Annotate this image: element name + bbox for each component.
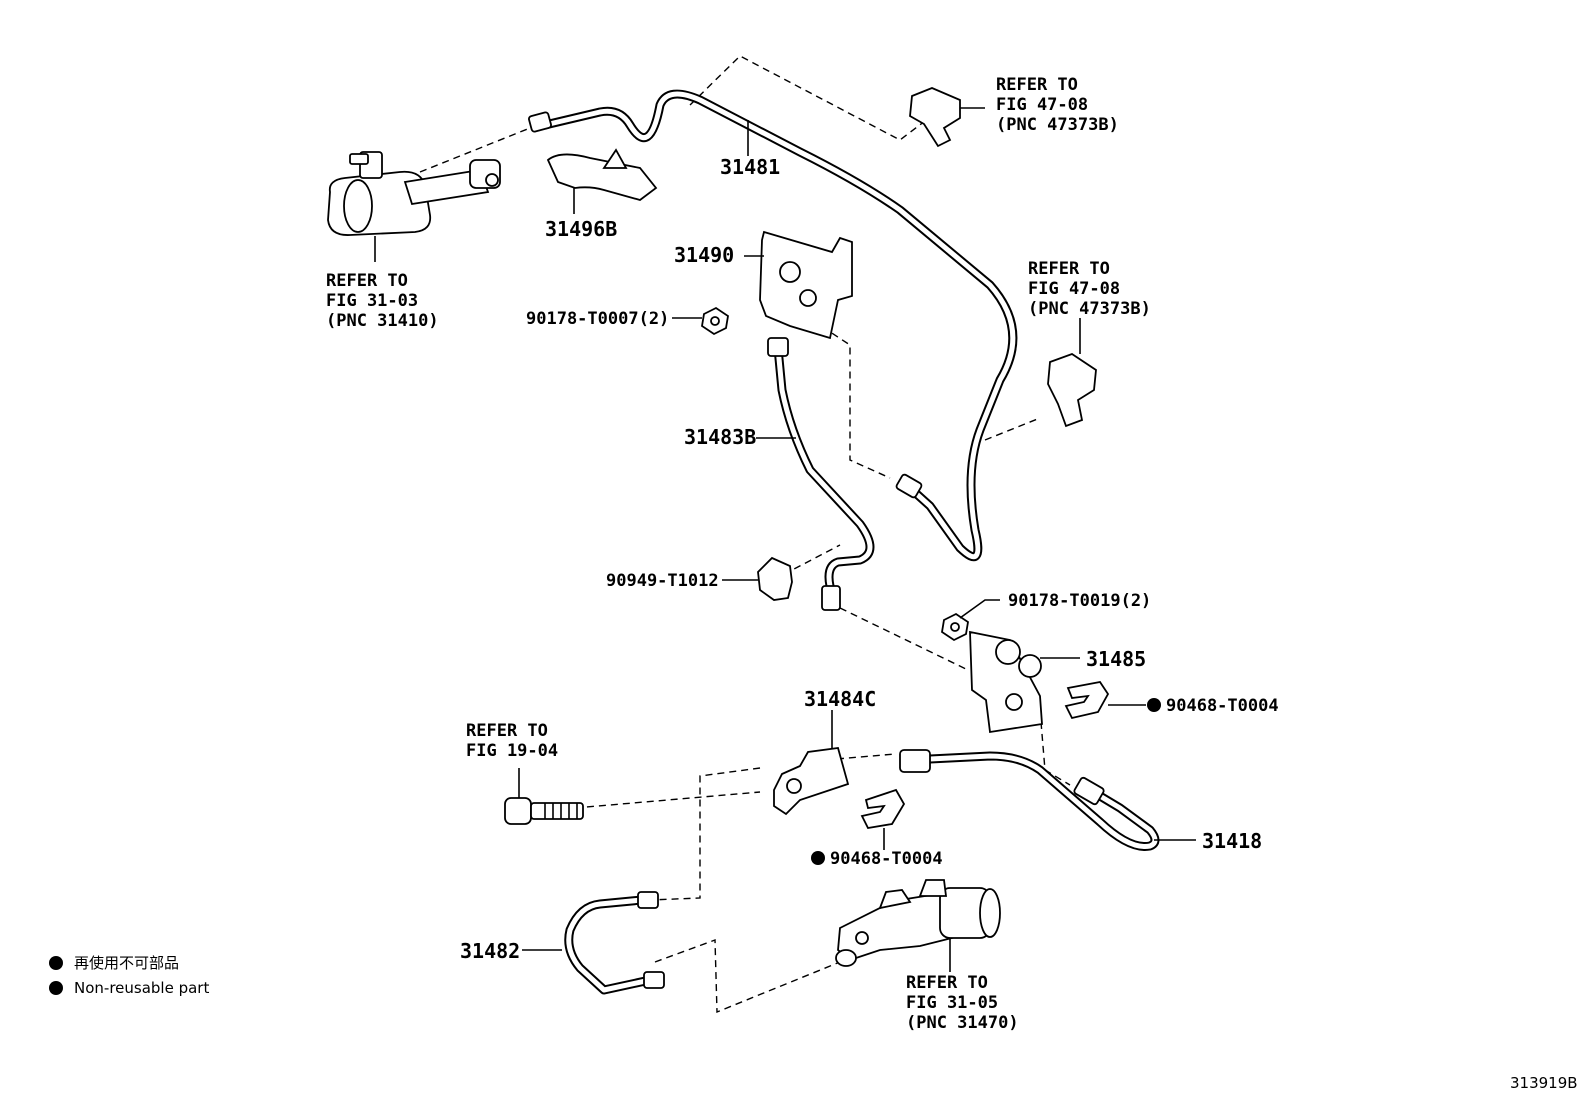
refer-line-2: FIG 31-05 [906,993,998,1013]
refer-line-2: FIG 47-08 [996,95,1088,115]
callout-31496B: 31496B [545,217,617,241]
non-reusable-marker-icon [49,981,63,995]
nut-90178-T0019 [941,599,1000,642]
callout-90178-T0019: 90178-T0019(2) [1008,591,1151,611]
callout-31484C: 31484C [804,687,876,711]
clutch-hose-31418 [899,749,1196,851]
callout-31485: 31485 [1086,647,1146,671]
callout-90468-T0004-b: 90468-T0004 [830,849,943,869]
clutch-master-cylinder [327,151,501,262]
refer-line-2: FIG 47-08 [1028,279,1120,299]
callout-90468-T0004-a: 90468-T0004 [1166,696,1279,716]
clip-90468-T0004-b [860,788,906,850]
refer-line-1: REFER TO [326,271,408,291]
callout-31483B: 31483B [684,425,756,449]
refer-fig-31-03: REFER TO FIG 31-03 (PNC 31410) [326,271,439,331]
clutch-tube-31482 [522,891,665,995]
refer-line-1: REFER TO [996,75,1078,95]
bracket-31490 [744,230,853,340]
non-reusable-marker-icon [1147,698,1161,712]
callout-31481: 31481 [720,155,780,179]
clamp-47373B-top [909,87,985,148]
legend-en: Non-reusable part [74,979,209,997]
clutch-release-cylinder [835,879,1001,972]
callout-labels: 31481 31496B 31490 90178-T0007(2) 31483B… [460,120,1279,963]
refer-line-3: (PNC 31470) [906,1013,1019,1033]
callout-90178-T0007: 90178-T0007(2) [526,309,669,329]
callout-31418: 31418 [1202,829,1262,853]
clutch-pipe-31481 [528,89,1018,562]
legend-jp: 再使用不可部品 [74,954,179,972]
bracket-31485 [969,630,1080,734]
callout-31490: 31490 [674,243,734,267]
refer-line-2: FIG 31-03 [326,291,418,311]
non-reusable-marker-icon [811,851,825,865]
clip-90949-T1012 [722,556,793,601]
clamp-47373B-mid [1047,318,1097,428]
bracket-31484C [773,710,850,816]
figure-number: 313919B [1510,1074,1578,1092]
refer-line-1: REFER TO [466,721,548,741]
bracket-31496B [546,148,658,214]
non-reusable-marker-icon [49,956,63,970]
clip-90468-T0004-a [1064,681,1161,720]
refer-line-1: REFER TO [1028,259,1110,279]
refer-fig-19-04: REFER TO FIG 19-04 [466,721,558,761]
refer-line-3: (PNC 47373B) [996,115,1119,135]
refer-line-2: FIG 19-04 [466,741,558,761]
refer-line-3: (PNC 47373B) [1028,299,1151,319]
callout-90949-T1012: 90949-T1012 [606,571,719,591]
legend: 再使用不可部品 Non-reusable part [49,954,209,997]
refer-fig-47-08-top: REFER TO FIG 47-08 (PNC 47373B) [996,75,1119,135]
callout-31482: 31482 [460,939,520,963]
refer-fig-47-08-mid: REFER TO FIG 47-08 (PNC 47373B) [1028,259,1151,319]
nut-90178-T0007 [672,306,729,336]
refer-fig-31-05: REFER TO FIG 31-05 (PNC 31470) [906,973,1019,1033]
bolt-fig-19-04 [504,768,584,825]
refer-line-3: (PNC 31410) [326,311,439,331]
clutch-line-31483B [756,337,875,611]
refer-line-1: REFER TO [906,973,988,993]
